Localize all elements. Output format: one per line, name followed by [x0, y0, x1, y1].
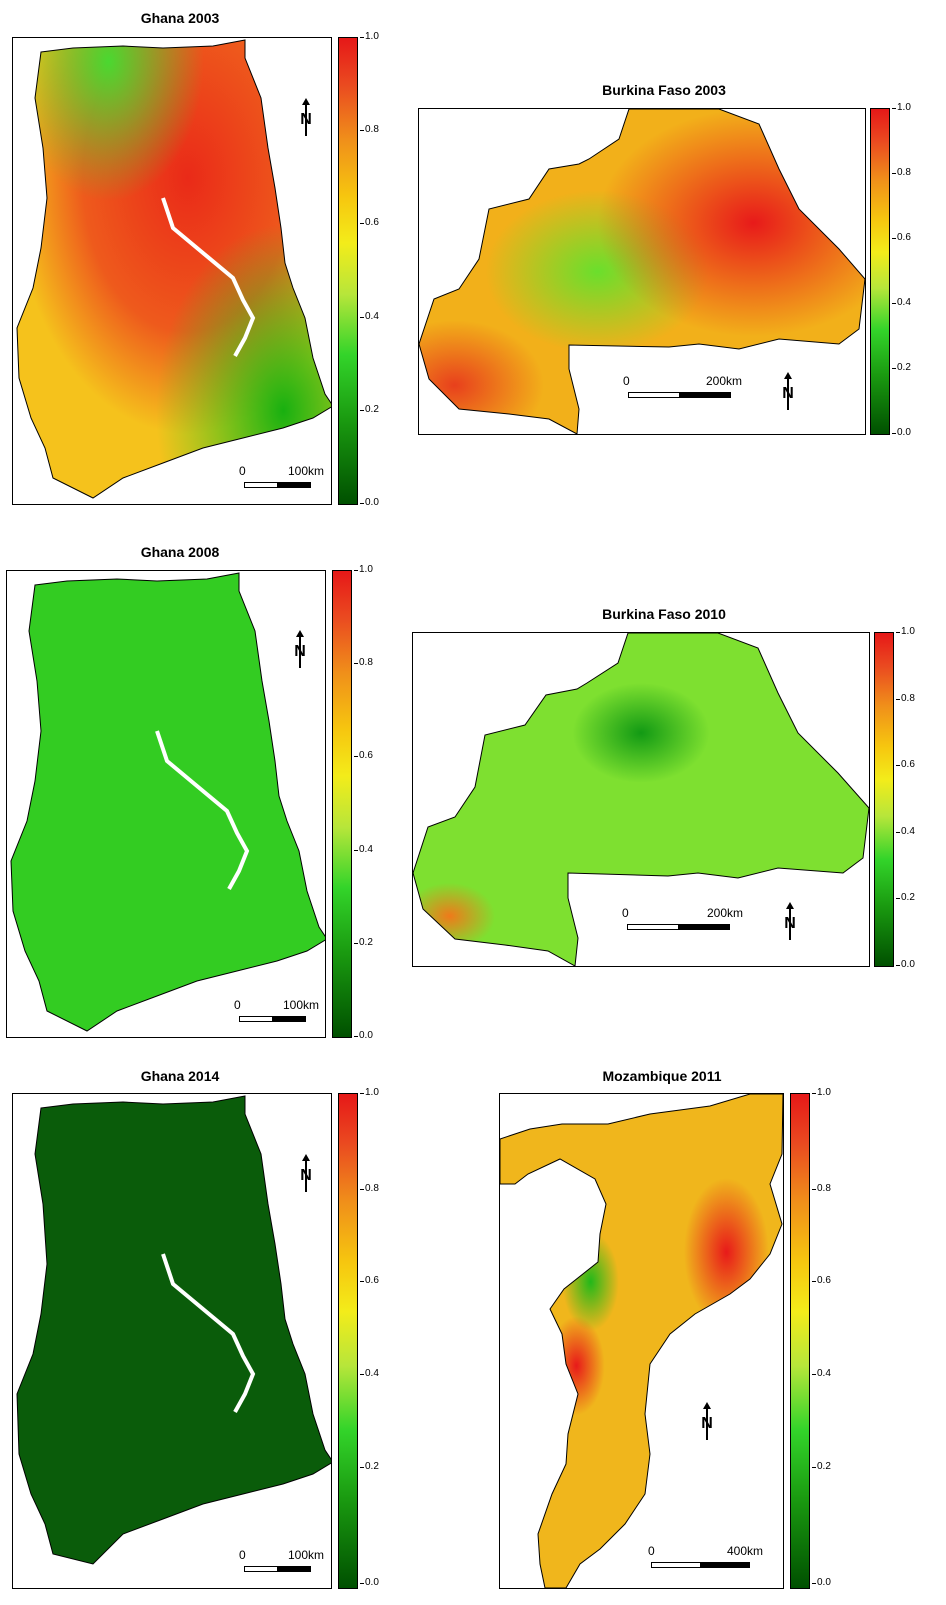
colorbar-tick: 1.0	[360, 1087, 379, 1098]
north-arrow-icon: N	[290, 630, 310, 668]
colorbar-tick: 0.2	[360, 1461, 379, 1472]
map-title: Ghana 2008	[140, 544, 220, 560]
scale-start-label: 0	[648, 1544, 655, 1558]
colorbar-tick: 0.4	[896, 826, 915, 837]
colorbar-tick: 0.6	[360, 217, 379, 228]
colorbar-tick: 1.0	[360, 31, 379, 42]
colorbar-tick: 0.2	[892, 362, 911, 373]
colorbar	[870, 108, 890, 435]
colorbar-tick: 1.0	[812, 1087, 831, 1098]
map-area	[12, 37, 332, 505]
map-area	[418, 108, 866, 435]
colorbar	[874, 632, 894, 967]
scale-start-label: 0	[239, 464, 246, 478]
svg-text:N: N	[782, 385, 794, 402]
colorbar-tick: 0.0	[896, 959, 915, 970]
scale-start-label: 0	[239, 1548, 246, 1562]
svg-text:N: N	[300, 1167, 312, 1184]
colorbar-tick: 0.8	[892, 167, 911, 178]
colorbar-tick: 0.6	[354, 750, 373, 761]
colorbar-tick: 0.2	[896, 892, 915, 903]
map-area	[499, 1093, 784, 1589]
scale-bar: 0 200km	[623, 374, 768, 402]
north-arrow-icon: N	[697, 1402, 717, 1440]
scale-bar: 0 100km	[239, 1548, 334, 1576]
svg-text:N: N	[701, 1415, 713, 1432]
colorbar	[338, 1093, 358, 1589]
colorbar-tick: 0.6	[812, 1275, 831, 1286]
colorbar-tick: 0.4	[354, 844, 373, 855]
colorbar-tick: 0.0	[360, 1577, 379, 1588]
scale-start-label: 0	[622, 906, 629, 920]
colorbar-tick: 1.0	[896, 626, 915, 637]
colorbar-tick: 0.8	[360, 124, 379, 135]
scale-bar: 0 100km	[239, 464, 325, 492]
scale-end-label: 100km	[288, 1548, 325, 1562]
scale-end-label: 100km	[288, 464, 325, 478]
colorbar-tick: 0.0	[360, 497, 379, 508]
colorbar-tick: 1.0	[892, 102, 911, 113]
colorbar-tick: 0.8	[896, 693, 915, 704]
colorbar-tick: 0.2	[360, 404, 379, 415]
map-title: Burkina Faso 2010	[602, 606, 726, 622]
north-arrow-icon: N	[778, 372, 798, 410]
map-title: Ghana 2003	[140, 10, 220, 26]
svg-text:N: N	[784, 915, 796, 932]
colorbar-tick: 0.8	[354, 657, 373, 668]
scale-bar: 0 100km	[234, 998, 329, 1026]
svg-text:N: N	[294, 643, 306, 660]
scale-bar: 0 400km	[648, 1544, 771, 1572]
colorbar-tick: 0.0	[812, 1577, 831, 1588]
colorbar-tick: 0.4	[892, 297, 911, 308]
colorbar-tick: 0.4	[360, 311, 379, 322]
scale-bar: 0 200km	[622, 906, 767, 934]
colorbar	[790, 1093, 810, 1589]
colorbar-tick: 0.0	[354, 1030, 373, 1041]
map-area	[12, 1093, 332, 1589]
scale-end-label: 200km	[706, 374, 743, 388]
map-title: Mozambique 2011	[602, 1068, 722, 1084]
scale-end-label: 100km	[283, 998, 320, 1012]
colorbar-tick: 0.2	[812, 1461, 831, 1472]
scale-end-label: 200km	[707, 906, 744, 920]
map-title: Ghana 2014	[140, 1068, 220, 1084]
scale-end-label: 400km	[727, 1544, 764, 1558]
colorbar-tick: 0.8	[812, 1183, 831, 1194]
north-arrow-icon: N	[296, 1154, 316, 1192]
colorbar	[338, 37, 358, 505]
colorbar-tick: 0.0	[892, 427, 911, 438]
colorbar-tick: 0.6	[896, 759, 915, 770]
colorbar-tick: 0.4	[360, 1368, 379, 1379]
north-arrow-icon: N	[296, 98, 316, 136]
colorbar	[332, 570, 352, 1038]
colorbar-tick: 0.6	[360, 1275, 379, 1286]
scale-start-label: 0	[623, 374, 630, 388]
north-arrow-icon: N	[780, 902, 800, 940]
map-title: Burkina Faso 2003	[602, 82, 726, 98]
map-area	[6, 570, 326, 1038]
colorbar-tick: 0.4	[812, 1368, 831, 1379]
colorbar-tick: 0.8	[360, 1183, 379, 1194]
svg-text:N: N	[300, 111, 312, 128]
map-area	[412, 632, 870, 967]
colorbar-tick: 0.2	[354, 937, 373, 948]
colorbar-tick: 0.6	[892, 232, 911, 243]
colorbar-tick: 1.0	[354, 564, 373, 575]
scale-start-label: 0	[234, 998, 241, 1012]
